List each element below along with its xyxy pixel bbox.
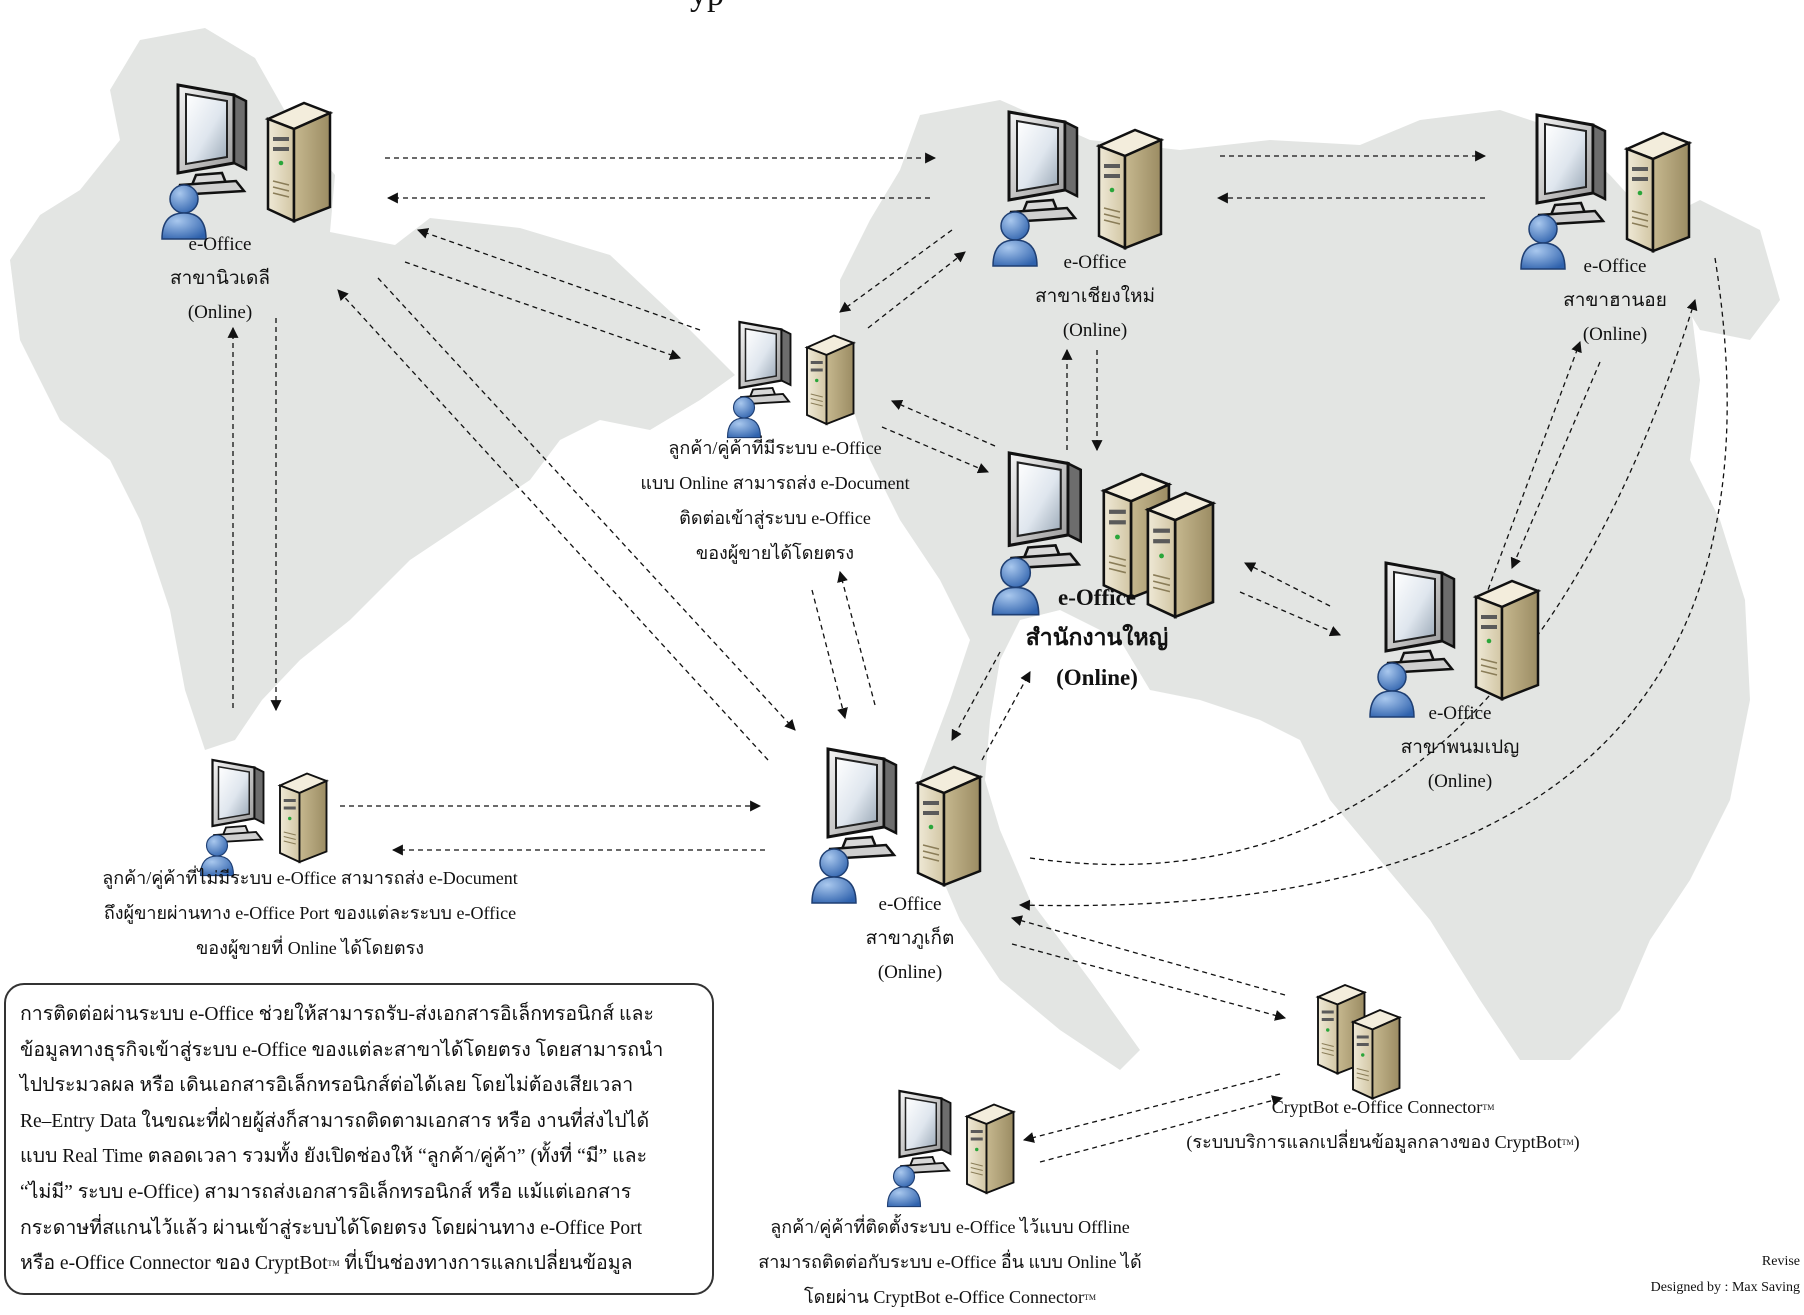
arrow-phnompenh-to-hanoi xyxy=(1484,340,1582,599)
arrow-clientonline-to-phuket xyxy=(811,589,848,720)
label-client-online: ลูกค้า/คู่ค้าที่มีระบบ e-Office แบบ Onli… xyxy=(640,438,910,563)
label-phnompenh: e-Office สาขาพนมเปญ (Online) xyxy=(1400,703,1520,792)
arrow-hq-to-clientonline xyxy=(890,399,996,447)
arrow-phuket-to-clientonline xyxy=(837,570,876,706)
arrow-phuket-to-newdelhi xyxy=(337,289,769,761)
label-client-no-eoffice: ลูกค้า/คู่ค้าที่ไม่มีระบบ e-Office สามาร… xyxy=(102,868,518,958)
phuket-workstation-icon xyxy=(811,747,982,904)
connector-arrows xyxy=(227,150,1728,1163)
label-connector: CryptBot e-Office ConnectorTM (ระบบบริกา… xyxy=(1186,1097,1580,1152)
label-hanoi: e-Office สาขาฮานอย (Online) xyxy=(1563,256,1667,345)
arrow-phnompenh-to-hq xyxy=(1244,562,1331,607)
client-no-eoffice-workstation-icon xyxy=(199,758,328,877)
designer-credit: Designed by : Max Saving xyxy=(1650,1280,1800,1295)
arrow-hanoi-to-phnompenh xyxy=(1510,361,1601,570)
info-note-box: การติดต่อผ่านระบบ e-Office ช่วยให้สามารถ… xyxy=(4,983,714,1295)
arrow-clientoffline-to-connector xyxy=(1039,1095,1284,1163)
arrow-phuket-to-connector xyxy=(1011,943,1287,1021)
arrow-hq-to-phnompenh xyxy=(1239,591,1342,637)
arrow-newdelhi-to-clientonline xyxy=(404,261,682,360)
arrow-phuket-to-hanoi xyxy=(1029,298,1698,866)
arrow-connector-to-clientoffline xyxy=(1022,1073,1281,1143)
arrow-clientonline-to-chiangmai xyxy=(867,251,966,329)
arrow-newdelhi-to-phuket xyxy=(377,277,796,731)
client-offline-workstation-icon xyxy=(886,1089,1015,1208)
label-phuket: e-Office สาขาภูเก็ต (Online) xyxy=(865,894,955,983)
arrow-clientonline-to-hq xyxy=(881,426,990,474)
label-chiangmai: e-Office สาขาเชียงใหม่ (Online) xyxy=(1034,252,1156,341)
label-headquarters: e-Office สำนักงานใหญ่ (Online) xyxy=(1025,585,1169,690)
title-fragment: yp xyxy=(690,0,724,14)
arrow-clientonline-to-newdelhi xyxy=(416,228,701,331)
client-online-workstation-icon xyxy=(726,320,855,439)
arrow-hanoi-to-phuket xyxy=(1018,257,1728,911)
revise-label: Revise xyxy=(1761,1254,1800,1269)
arrow-phuket-to-hq xyxy=(981,671,1031,761)
arrow-hq-to-phuket xyxy=(951,651,1001,741)
connector-server-icon xyxy=(1317,984,1401,1100)
arrow-connector-to-phuket xyxy=(1010,915,1286,996)
label-newdelhi: e-Office สาขานิวเดลี (Online) xyxy=(169,234,271,323)
label-client-offline: ลูกค้า/คู่ค้าที่ติดตั้งระบบ e-Office ไว้… xyxy=(758,1217,1142,1307)
